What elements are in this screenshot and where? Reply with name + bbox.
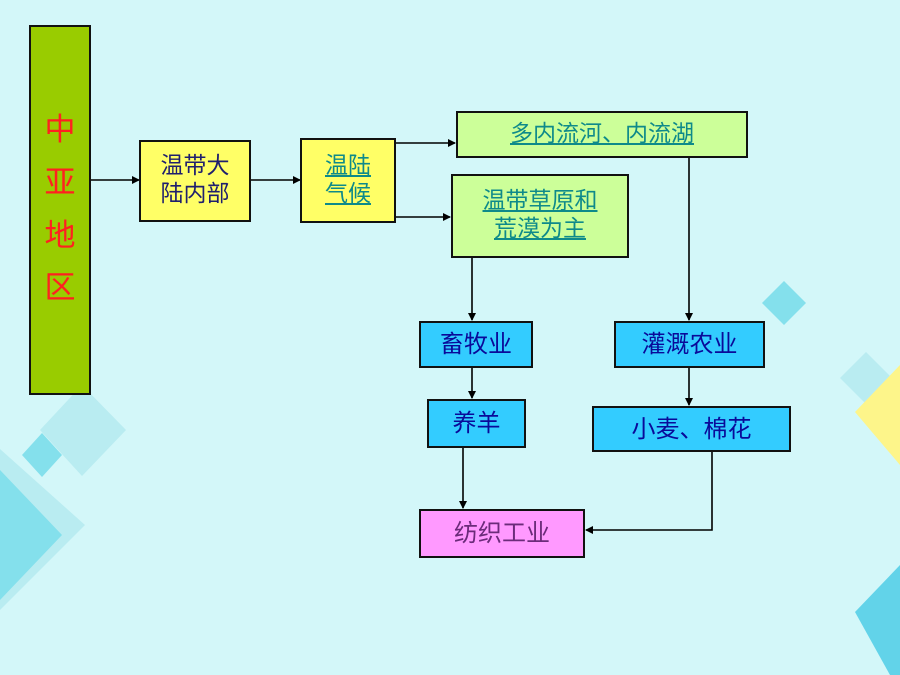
decor-diamond-left-bottom [0, 470, 62, 600]
wheat-cotton-box: 小麦、棉花 [592, 406, 791, 452]
arrow-wheat-to-textile [585, 452, 713, 534]
decor-diamond-right-yellow [855, 365, 900, 465]
decor-diamond-left-small [22, 433, 62, 477]
location-box: 温带大 陆内部 [139, 140, 251, 222]
climate-line-2[interactable]: 气候 [325, 180, 371, 207]
animal-husbandry-box: 畜牧业 [419, 321, 533, 368]
wheat-cotton-text: 小麦、棉花 [631, 414, 752, 443]
textile-industry-text: 纺织工业 [454, 519, 550, 548]
rivers-box[interactable]: 多内流河、内流湖 [456, 111, 748, 158]
irrigation-agriculture-box: 灌溉农业 [614, 321, 765, 368]
animal-husbandry-text: 畜牧业 [440, 330, 512, 359]
region-box: 中 亚 地 区 [29, 25, 91, 395]
decor-diamond-right-small [762, 281, 806, 325]
grassland-box[interactable]: 温带草原和 荒漠为主 [451, 174, 629, 258]
region-char-1: 中 [44, 112, 76, 149]
region-char-3: 地 [44, 217, 76, 254]
textile-industry-box: 纺织工业 [419, 509, 585, 558]
region-char-2: 亚 [44, 165, 76, 202]
decor-diamond-right-bottom [855, 565, 900, 675]
climate-line-1[interactable]: 温陆 [325, 152, 371, 179]
location-line-1: 温带大 [160, 153, 230, 180]
location-line-2: 陆内部 [160, 181, 230, 207]
grassland-line-2[interactable]: 荒漠为主 [494, 216, 586, 242]
rivers-text[interactable]: 多内流河、内流湖 [510, 120, 694, 147]
sheep-text: 养羊 [452, 409, 501, 438]
irrigation-agriculture-text: 灌溉农业 [641, 330, 738, 359]
grassland-line-1[interactable]: 温带草原和 [482, 188, 598, 215]
region-char-4: 区 [44, 270, 76, 307]
climate-box[interactable]: 温陆 气候 [300, 138, 396, 223]
sheep-box: 养羊 [427, 399, 526, 448]
decor-diamond-left-mid [40, 385, 126, 476]
